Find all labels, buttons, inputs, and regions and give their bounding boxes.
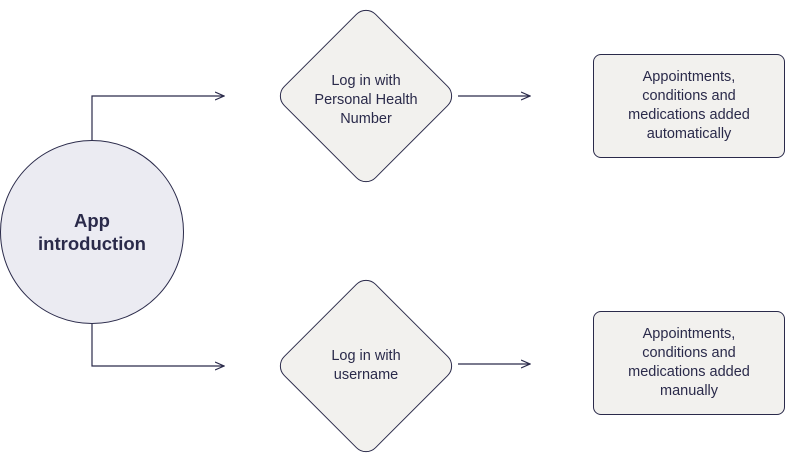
decision-label-personal-health-number: Log in with Personal Health Number xyxy=(314,73,418,127)
decision-label-username: Log in with username xyxy=(331,348,401,383)
result-label-automatic: Appointments, conditions and medications… xyxy=(628,69,750,142)
result-box-automatic: Appointments, conditions and medications… xyxy=(593,54,785,158)
result-box-manual: Appointments, conditions and medications… xyxy=(593,311,785,415)
start-node-app-introduction: App introduction xyxy=(0,140,184,324)
start-node-label: App introduction xyxy=(38,210,146,254)
result-label-manual: Appointments, conditions and medications… xyxy=(628,326,750,399)
connector-start-to-top xyxy=(91,96,224,140)
connector-start-to-bottom xyxy=(91,324,224,366)
